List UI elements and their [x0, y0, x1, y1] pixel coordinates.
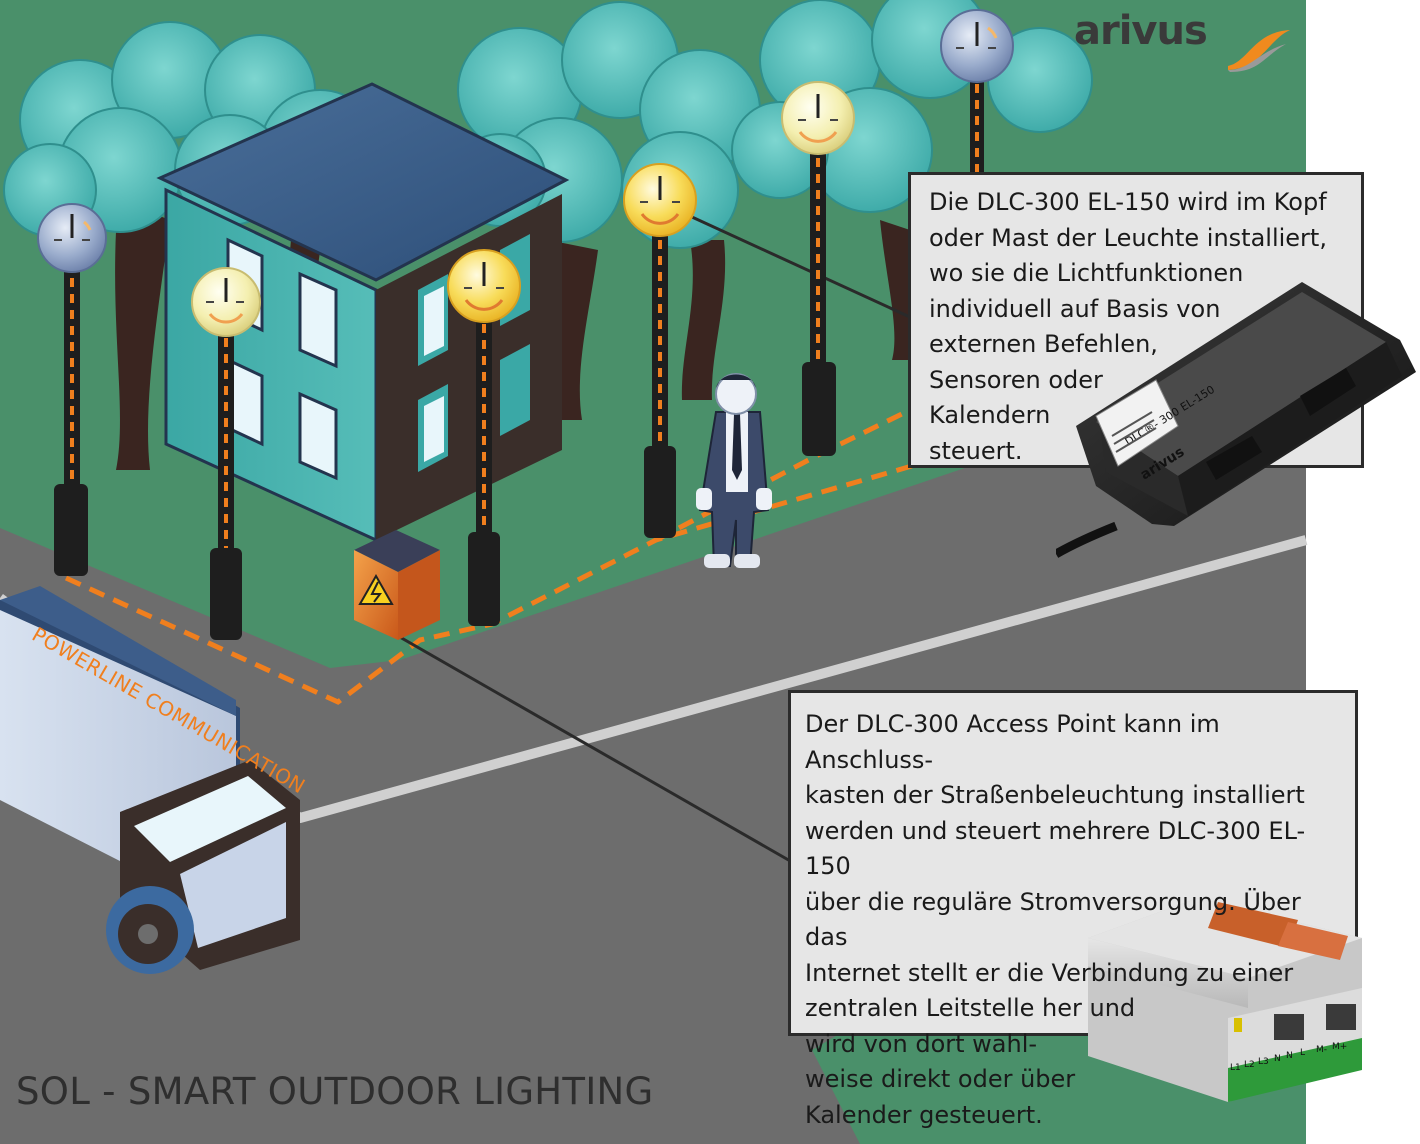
terminal-label: L [1300, 1048, 1305, 1058]
brand-logo: arivus [1074, 8, 1294, 78]
brand-name: arivus [1074, 8, 1208, 54]
truck [0, 586, 300, 974]
callout-controller-text: Die DLC-300 EL-150 wird im Kopf oder Mas… [929, 188, 1327, 465]
connector-line-bottom [397, 634, 793, 864]
terminal-label: L2 [1244, 1060, 1255, 1070]
terminal-label: L3 [1258, 1057, 1269, 1067]
callout-access-point: Der DLC-300 Access Point kann im Anschlu… [788, 690, 1358, 1129]
page-title: SOL - SMART OUTDOOR LIGHTING [16, 1070, 654, 1113]
connector-line-top [667, 204, 913, 320]
terminal-label: N [1274, 1054, 1281, 1064]
dlc-300-el-150-device: DLC®- 300 EL-150 arivus [1056, 282, 1416, 558]
grass-strip [812, 1010, 1306, 1144]
callout-controller: Die DLC-300 EL-150 wird im Kopf oder Mas… [908, 172, 1364, 468]
dlc-300-access-point-device: L1 L2 L3 N N L M- M+ [1088, 898, 1362, 1102]
street-lamps [37, 9, 1014, 640]
terminal-labels: L1 L2 L3 N N L M- M+ [1230, 1042, 1347, 1073]
junction-box [354, 530, 440, 640]
terminal-label: M+ [1332, 1042, 1347, 1052]
powerline-path [64, 349, 1307, 705]
person [696, 373, 772, 568]
terminal-label: M- [1316, 1045, 1327, 1055]
callout-access-point-text: Der DLC-300 Access Point kann im Anschlu… [805, 710, 1306, 1129]
brand-swoosh-icon [1228, 30, 1290, 72]
terminal-label: N [1286, 1051, 1293, 1061]
terminal-label: L1 [1230, 1063, 1241, 1073]
